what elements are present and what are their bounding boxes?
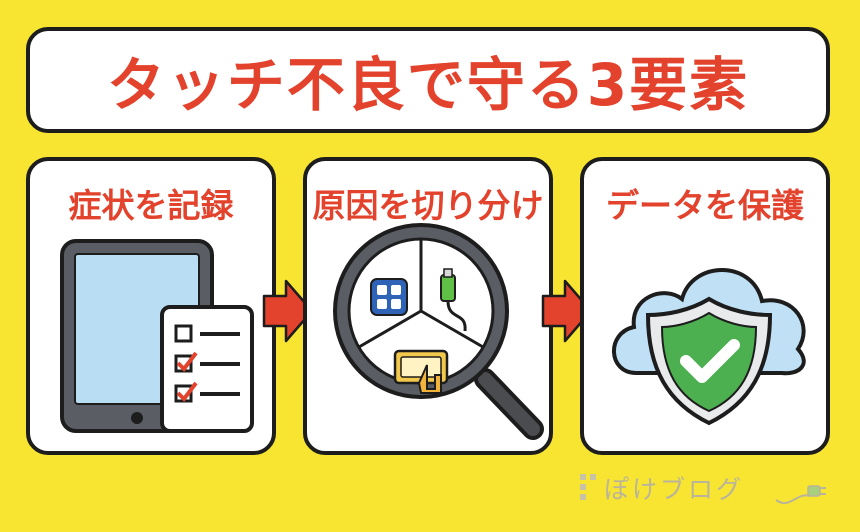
arrow-right-icon <box>262 279 314 343</box>
blog-logo-icon <box>580 474 596 500</box>
plug-icon <box>775 485 826 505</box>
step-label-isolate-cause: 原因を切り分け <box>312 186 544 225</box>
title-banner: タッチ不良で守る3要素 <box>26 27 830 133</box>
step-label-protect-data: データを保護 <box>606 186 804 225</box>
step-label-record-symptoms: 症状を記録 <box>68 186 234 225</box>
page-title: タッチ不良で守る3要素 <box>106 51 750 119</box>
step-panel-protect-data: データを保護 <box>580 157 830 455</box>
step-panel-isolate-cause: 原因を切り分け <box>303 157 553 455</box>
magnifier-icon <box>333 223 544 440</box>
tablet-checklist-icon <box>60 239 254 433</box>
arrow-right-icon <box>541 279 593 343</box>
watermark-text: ぽけブログ <box>604 475 745 504</box>
step-panel-record-symptoms: 症状を記録 <box>26 157 276 455</box>
watermark: ぽけブログ <box>574 464 834 514</box>
cloud-shield-icon <box>612 268 806 426</box>
